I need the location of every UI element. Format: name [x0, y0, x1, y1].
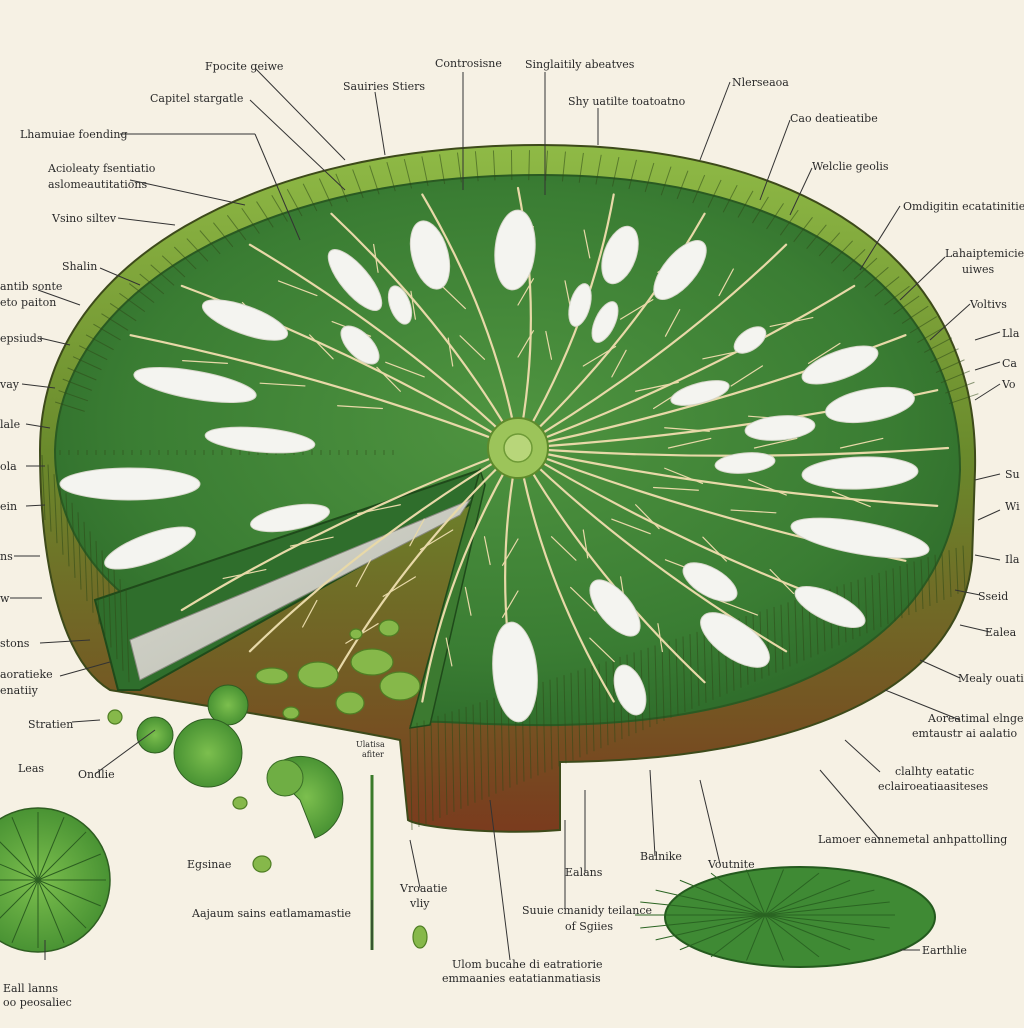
label-bot4b: emmaanies eatatianmatiasis	[442, 972, 601, 985]
label-right4: Voltivs	[970, 298, 1007, 311]
label-bot3b: vliy	[410, 897, 429, 910]
label-right6: Ca	[1002, 357, 1017, 370]
label-right14b: emtaustr ai aalatio	[912, 727, 1017, 740]
label-right13: Mealy ouatitae	[958, 672, 1024, 685]
label-top6: Nlerseaoa	[732, 76, 789, 89]
leader-line	[700, 82, 730, 160]
label-bot2: Aajaum sains eatlamamastie	[192, 907, 351, 920]
label-left2: Lhamuiae foending	[20, 128, 128, 141]
leader-line	[975, 474, 1000, 480]
label-left15a: aoratieke	[0, 668, 53, 681]
label-bot4a: Ulom bucahe di eatratiorie	[452, 958, 602, 971]
leader-line	[72, 720, 100, 722]
leader-line	[920, 660, 960, 678]
label-left14: stons	[0, 637, 29, 650]
label-left8: vay	[0, 378, 19, 391]
label-bot5b: of Sgiies	[565, 920, 613, 933]
label-left1: Capitel stargatle	[150, 92, 243, 105]
label-top5: Shy uatilte toatoatno	[568, 95, 685, 108]
label-left7: epsiuds	[0, 332, 43, 345]
label-top7: Cao deatieatibe	[790, 112, 878, 125]
label-small1a: Ulatisa	[356, 740, 385, 750]
label-left3a: Acioleaty fsentiatio	[48, 162, 155, 175]
label-left19a: Eall lanns	[3, 982, 58, 995]
label-right3a: Lahaiptemicie	[945, 247, 1024, 260]
leader-line	[40, 338, 70, 345]
label-bot8: Voutnite	[708, 858, 755, 871]
label-right11: Sseid	[978, 590, 1008, 603]
label-right1: Welclie geolis	[812, 160, 889, 173]
label-left5: Shalin	[62, 260, 97, 273]
label-right10: Ila	[1005, 553, 1019, 566]
label-left16: Stratien	[28, 718, 73, 731]
label-top3: Controsisne	[435, 57, 502, 70]
label-left10: ola	[0, 460, 17, 473]
label-right14a: Aoreatimal elnge	[928, 712, 1024, 725]
label-right15a: clalhty eatatic	[895, 765, 974, 778]
label-top1: Fpocite geiwe	[205, 60, 283, 73]
bottom-left-pad	[0, 808, 110, 952]
leader-line	[820, 770, 880, 840]
label-right7: Vo	[1002, 378, 1016, 391]
leader-line	[118, 218, 175, 225]
leader-line	[130, 180, 245, 205]
label-left12: ns	[0, 550, 13, 563]
label-small1b: afiter	[362, 750, 384, 760]
label-right9: Wi	[1005, 500, 1020, 513]
bottom-right-pad	[635, 867, 935, 967]
label-right3b: uiwes	[962, 263, 994, 276]
leader-line	[975, 384, 1000, 400]
leader-line	[975, 332, 1000, 340]
label-left15b: enatiiy	[0, 684, 38, 697]
leader-line	[255, 68, 345, 160]
label-right17: Earthlie	[922, 944, 967, 957]
label-left9: lale	[0, 418, 20, 431]
leader-line	[700, 780, 720, 864]
center-hub-core	[504, 434, 532, 462]
label-top4: Singlaitily abeatves	[525, 58, 634, 71]
label-left6a: antib sonte	[0, 280, 62, 293]
label-left19b: oo peosaliec	[3, 996, 72, 1009]
leader-line	[845, 740, 880, 772]
label-left18: Ondlie	[78, 768, 115, 781]
label-right16: Lamoer eannemetal anhpattolling	[818, 833, 1007, 846]
label-bot7: Balnike	[640, 850, 682, 863]
label-right15b: eclairoeatiaasiteses	[878, 780, 988, 793]
label-left13: w	[0, 592, 9, 605]
leader-line	[975, 555, 1000, 560]
label-left6b: eto paiton	[0, 296, 56, 309]
label-right2: Omdigitin ecatatinitie	[903, 200, 1024, 213]
label-right8: Su	[1005, 468, 1020, 481]
label-left17: Leas	[18, 762, 44, 775]
label-right5: Lla	[1002, 327, 1019, 340]
label-bot1: Egsinae	[187, 858, 231, 871]
leaf-spot	[60, 468, 200, 500]
label-right12: Ealea	[985, 626, 1016, 639]
label-top2: Sauiries Stiers	[343, 80, 425, 93]
leader-line	[650, 770, 655, 856]
label-bot6: Ealans	[565, 866, 602, 879]
leader-line	[375, 92, 385, 155]
label-bot5a: Suuie cmanidy teilance	[522, 904, 652, 917]
label-left11: ein	[0, 500, 17, 513]
leader-line	[410, 840, 420, 888]
leader-line	[978, 510, 1000, 520]
label-left4: Vsino siltev	[52, 212, 116, 225]
leader-line	[975, 362, 1000, 370]
label-left3b: aslomeautitations	[48, 178, 147, 191]
label-bot3a: Vroaatie	[400, 882, 447, 895]
